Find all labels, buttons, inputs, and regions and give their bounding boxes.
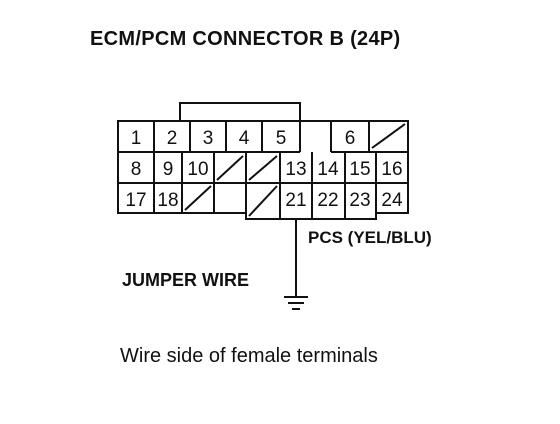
blank-cavity-7 (371, 123, 406, 149)
connector-title: ECM/PCM CONNECTOR B (24P) (90, 28, 401, 50)
pin-10: 10 (187, 159, 208, 180)
diagram-caption: Wire side of female terminals (120, 345, 378, 367)
ground-icon (284, 296, 308, 310)
pin-21: 21 (285, 190, 306, 211)
pin-24: 24 (381, 190, 403, 211)
pin-3: 3 (203, 128, 214, 149)
blank-cavity-11 (216, 155, 244, 181)
pin-22: 22 (317, 190, 338, 211)
pin-17: 17 (125, 190, 146, 211)
pin-2: 2 (167, 128, 178, 149)
pin-1: 1 (131, 128, 142, 149)
blank-cavity-20 (248, 185, 278, 217)
pin-23: 23 (349, 190, 370, 211)
jumper-wire-label: JUMPER WIRE (122, 270, 250, 290)
pcs-wire-label: PCS (YEL/BLU) (308, 228, 432, 247)
pin-9: 9 (163, 159, 174, 180)
pin-15: 15 (349, 159, 370, 180)
pin-13: 13 (285, 159, 306, 180)
pin-16: 16 (381, 159, 402, 180)
blank-cavity-12 (248, 155, 278, 181)
blank-cavity-19 (184, 185, 212, 211)
connector-lock-tab (179, 102, 301, 121)
pin-4: 4 (239, 128, 250, 149)
pin-5: 5 (276, 128, 287, 149)
pin-18: 18 (157, 190, 178, 211)
pin-8: 8 (131, 159, 142, 180)
pin-14: 14 (317, 159, 339, 180)
pin-6: 6 (345, 128, 356, 149)
